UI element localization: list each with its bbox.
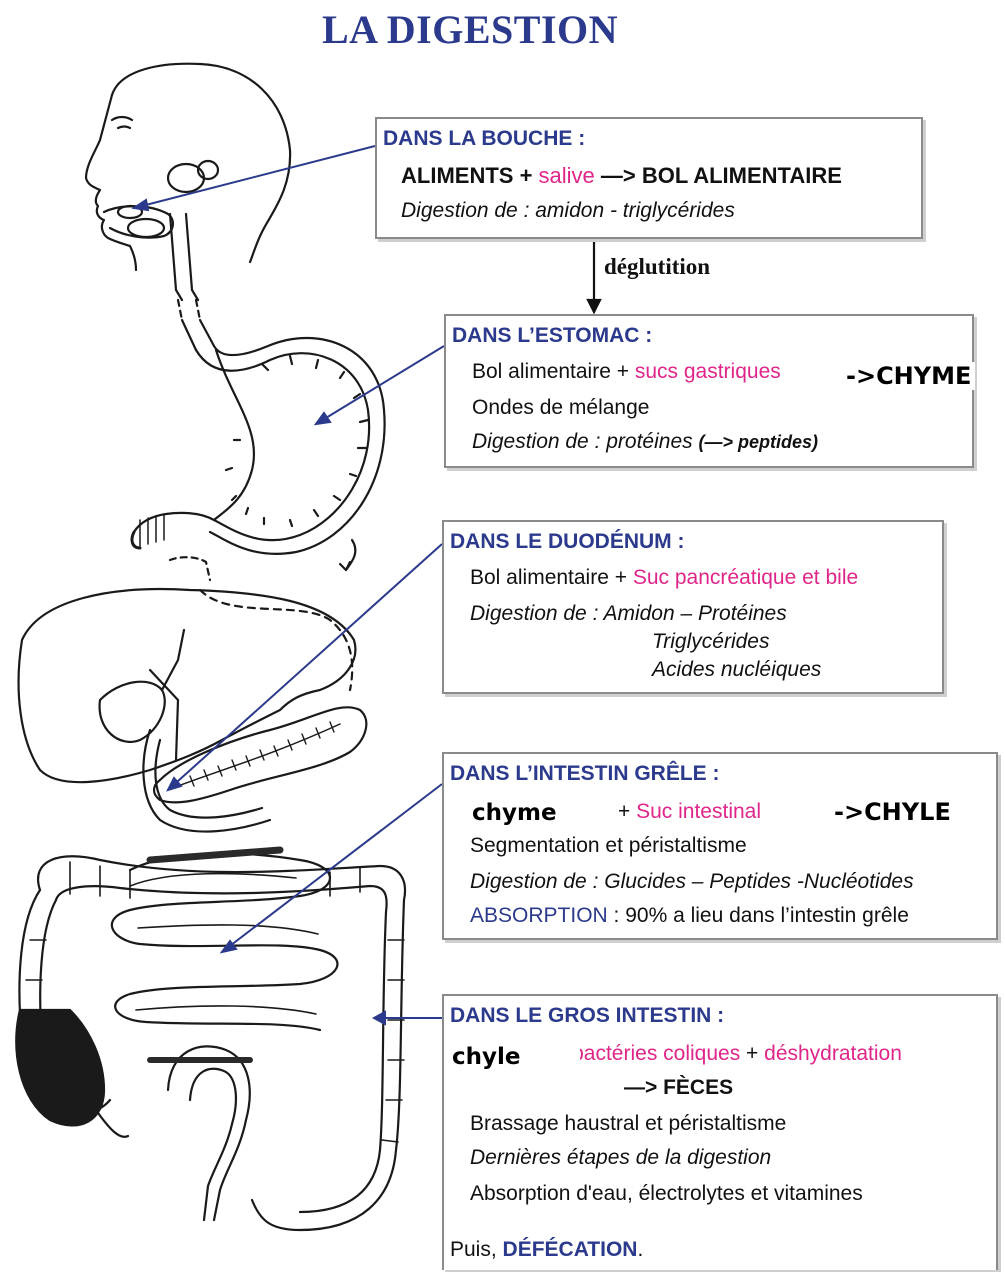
estomac-line1: Bol alimentaire + sucs gastriques (472, 360, 781, 384)
box-intestin-grele: DANS L’INTESTIN GRÊLE : chyme + Suc inte… (442, 752, 998, 940)
duodenum-line4: Acides nucléiques (652, 658, 821, 682)
bouche-line1: ALIMENTS + salive —> BOL ALIMENTAIRE (401, 163, 842, 189)
gros-line6: Puis, DÉFÉCATION. (450, 1238, 643, 1262)
grele-line2: Segmentation et péristaltisme (470, 834, 747, 858)
gros-line2-feces: —> FÈCES (624, 1076, 733, 1100)
heading-estomac: DANS L’ESTOMAC : (452, 324, 652, 348)
grele-chyme-label: chyme (472, 800, 557, 826)
duodenum-line2: Digestion de : Amidon – Protéines (470, 602, 787, 626)
grele-line1: + Suc intestinal (618, 800, 761, 824)
heading-gros-intestin: DANS LE GROS INTESTIN : (450, 1004, 724, 1028)
box-estomac: DANS L’ESTOMAC : Bol alimentaire + sucs … (444, 314, 974, 468)
box-duodenum: DANS LE DUODÉNUM : Bol alimentaire + Suc… (442, 520, 944, 694)
box-bouche: DANS LA BOUCHE : ALIMENTS + salive —> BO… (375, 117, 923, 239)
deglutition-label: déglutition (604, 254, 710, 280)
grele-line4: ABSORPTION : 90% a lieu dans l’intestin … (470, 904, 909, 928)
grele-result-chyle: ->CHYLE (830, 798, 955, 826)
stomach-shape (134, 350, 369, 540)
duodenum-line1: Bol alimentaire + Suc pancréatique et bi… (470, 566, 858, 590)
page-title: LA DIGESTION (0, 6, 940, 53)
pointer-duodenum (168, 544, 442, 790)
gros-line1: + bactéries coliques + déshydratation (554, 1042, 902, 1066)
estomac-line2: Ondes de mélange (472, 396, 649, 420)
pointer-bouche (134, 146, 375, 208)
liver-shape (19, 589, 356, 782)
gros-line3: Brassage haustral et péristaltisme (470, 1112, 786, 1136)
estomac-result-chyme: ->CHYME (842, 362, 975, 390)
estomac-line3: Digestion de : protéines (—> peptides) (472, 430, 818, 454)
heading-duodenum: DANS LE DUODÉNUM : (450, 530, 685, 554)
heading-bouche: DANS LA BOUCHE : (383, 127, 585, 151)
duodenum-line3: Triglycérides (652, 630, 769, 654)
small-intestine-shape (112, 853, 338, 1030)
esophagus-shape (170, 214, 182, 300)
face-profile-shape (86, 95, 136, 270)
gros-line4: Dernières étapes de la digestion (470, 1146, 771, 1170)
gros-chyle-label: chyle (450, 1042, 580, 1076)
heading-intestin-grele: DANS L’INTESTIN GRÊLE : (450, 762, 720, 786)
gros-line5: Absorption d'eau, électrolytes et vitami… (470, 1182, 863, 1206)
bouche-line2: Digestion de : amidon - triglycérides (401, 199, 735, 223)
pancreas-shape (154, 707, 366, 802)
pointer-estomac (316, 346, 444, 424)
box-gros-intestin: DANS LE GROS INTESTIN : + bactéries coli… (442, 994, 998, 1270)
grele-line3: Digestion de : Glucides – Peptides -Nucl… (470, 870, 914, 894)
